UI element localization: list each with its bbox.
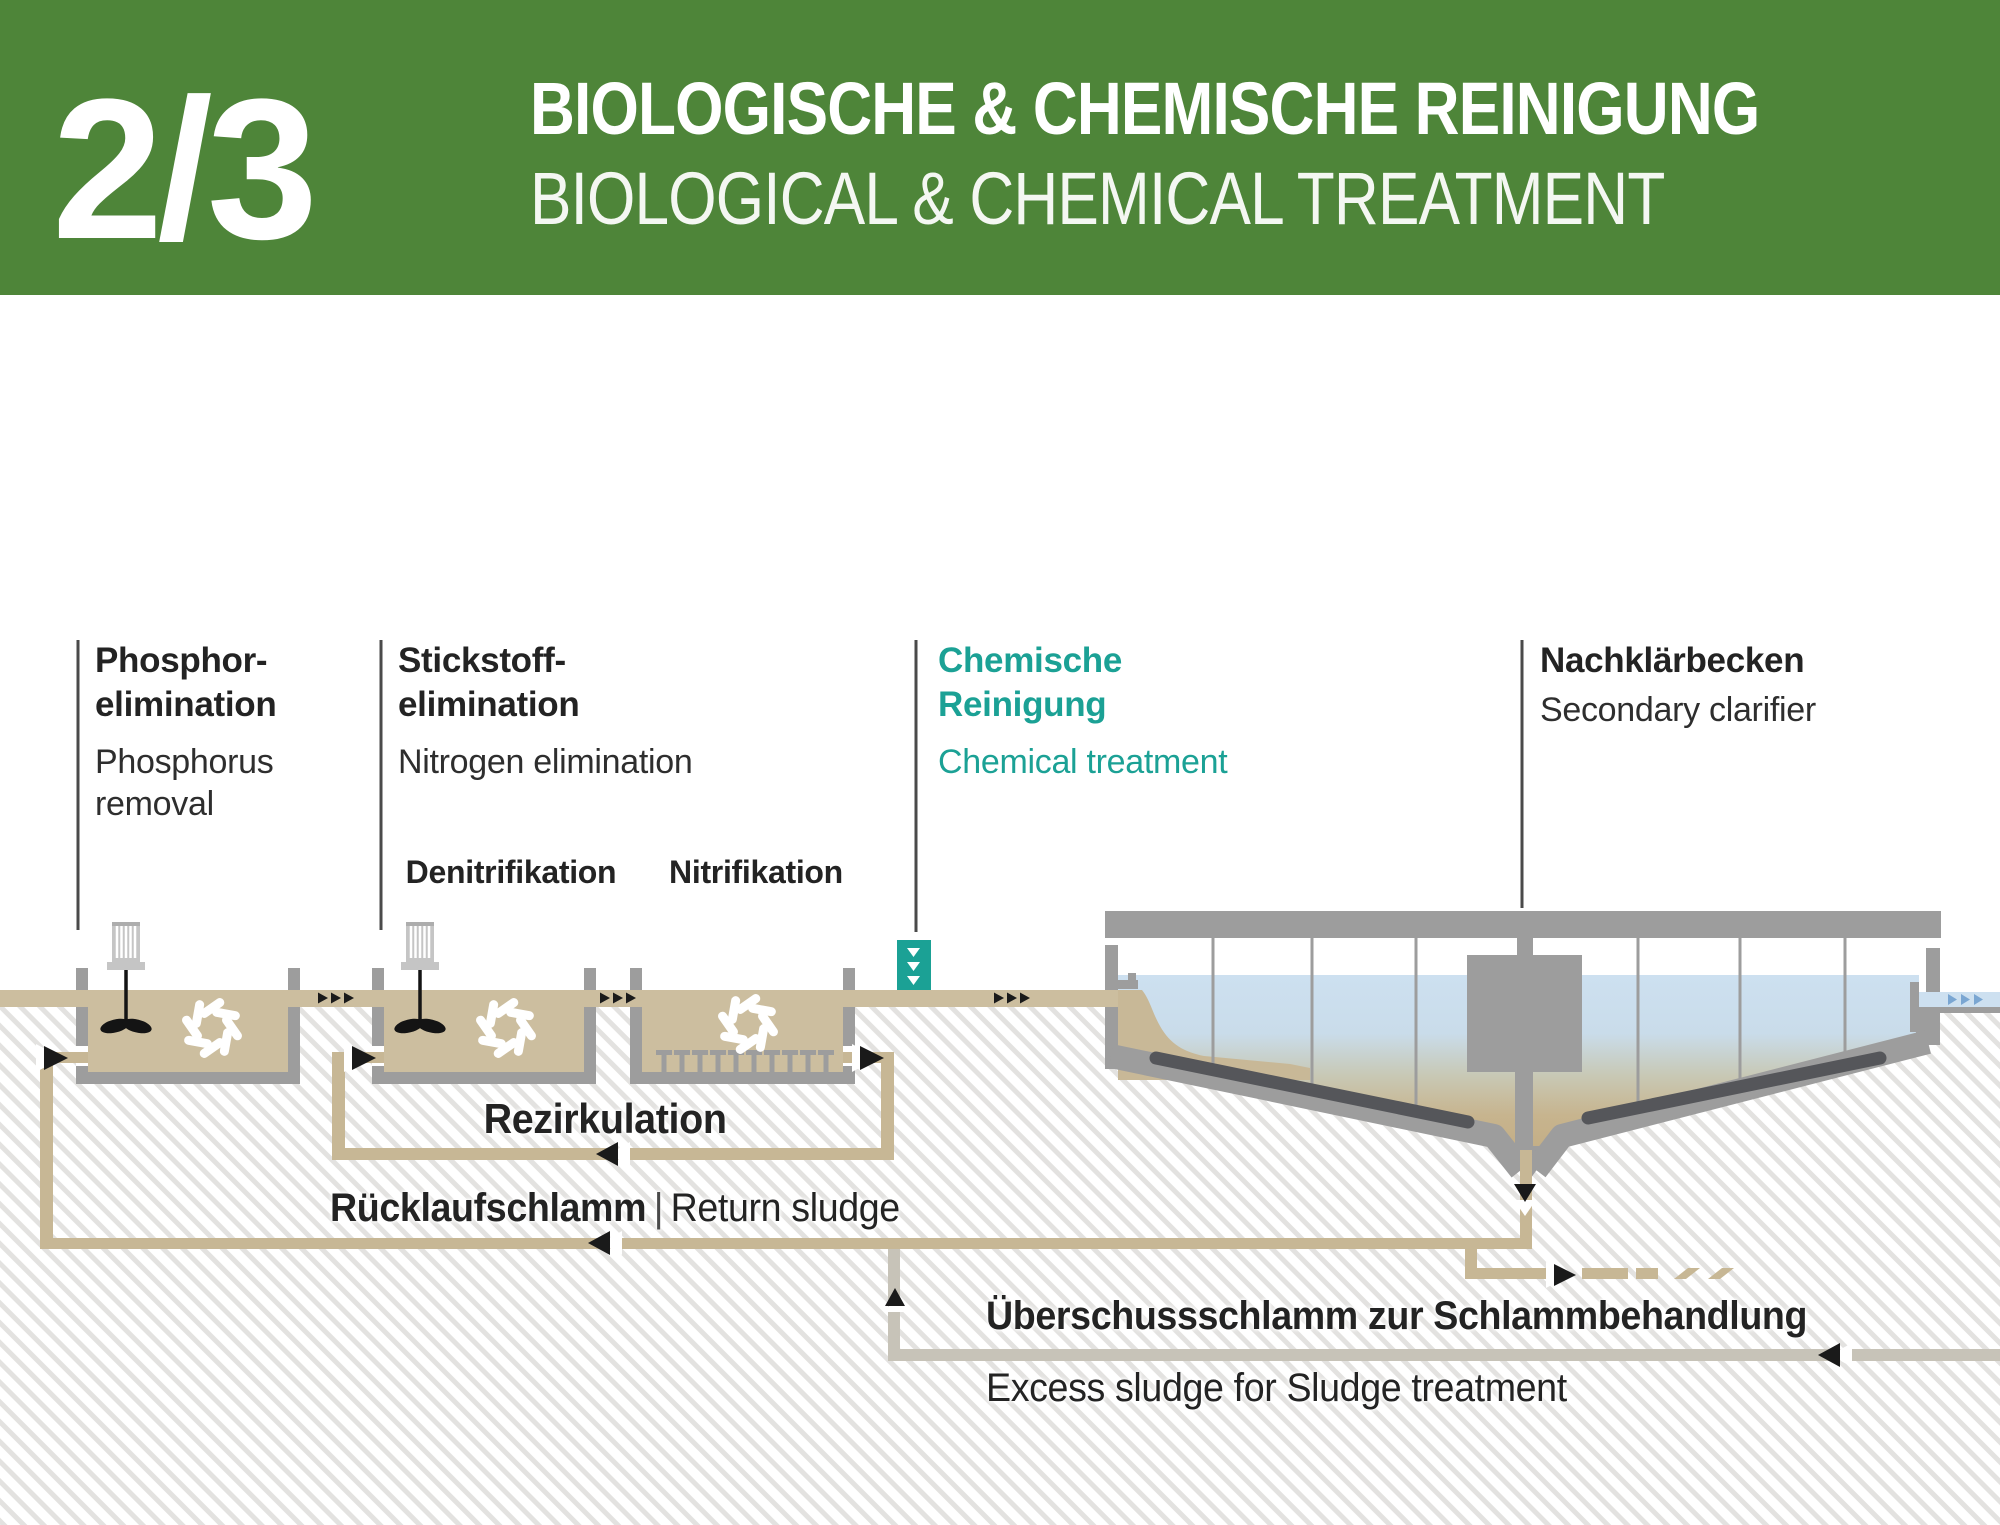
header-band: 2/3 BIOLOGISCHE & CHEMISCHE REINIGUNG BI… [0,0,2000,295]
excess-branch-arrow [1546,1262,1576,1288]
scraper-arm-right [1581,1051,1887,1125]
excess-riser-arrow [885,1288,905,1312]
section-chemical-en: Chemical treatment [938,743,1228,781]
label-recirculation: Rezirkulation [483,1095,727,1142]
label-denitrification: Denitrifikation [405,854,617,890]
section-clarifier: Nachklärbecken Secondary clarifier [1540,639,1816,731]
effluent-channel [1919,992,2000,1007]
tank1-inlet-arrow [36,1044,68,1072]
secondary-clarifier [1105,911,2000,1182]
label-pointer-lines [76,640,1524,932]
section-clarifier-de: Nachklärbecken [1540,641,1805,680]
return-sludge-arrow [588,1231,622,1255]
aeration-tank-interiors [88,990,843,1072]
section-phosphorus: Phosphor- elimination Phosphorus removal [95,639,277,825]
page-indicator: 2/3 [52,58,318,281]
label-separator: | [653,1186,664,1230]
label-excess-sludge-de: Überschussschlamm zur Schlammbehandlung [986,1294,1808,1338]
tank3-outlet-arrow [852,1044,884,1072]
tank-walls [76,968,855,1084]
excess-sludge-branch-pipe [1465,1249,1734,1279]
section-phosphorus-en-line2: removal [95,785,214,823]
effluent-flow-arrows [1948,994,1983,1005]
section-nitrogen-en: Nitrogen elimination [398,743,693,781]
scraper-arm-left [1149,1051,1475,1129]
section-chemical-de-line1: Chemische [938,641,1123,680]
section-nitrogen-de-line1: Stickstoff- [398,641,566,680]
section-nitrogen: Stickstoff- elimination Nitrogen elimina… [398,639,693,783]
section-clarifier-en: Secondary clarifier [1540,691,1816,729]
section-chemical-de-line2: Reinigung [938,685,1107,724]
section-phosphorus-de-line2: elimination [95,685,277,724]
label-return-sludge: Rücklaufschlamm|Return sludge [330,1186,900,1231]
section-nitrogen-de-line2: elimination [398,685,580,724]
section-phosphorus-de-line1: Phosphor- [95,641,268,680]
tank2-inlet-arrow [344,1044,376,1072]
label-nitrification: Nitrifikation [669,854,843,890]
excess-pipe-arrow [1818,1343,1852,1367]
page-title-de: BIOLOGISCHE & CHEMISCHE REINIGUNG [530,67,1760,150]
scraper-hanger-lines [1211,938,1847,1115]
clarifier-floor-left [1108,1044,1531,1178]
label-excess-sludge-en: Excess sludge for Sludge treatment [986,1366,1567,1410]
label-return-sludge-de: Rücklaufschlamm [330,1186,647,1230]
page-title-en: BIOLOGICAL & CHEMICAL TREATMENT [530,157,1665,240]
recirculation-arrow [596,1142,630,1166]
chemical-dosing-unit-icon [897,940,931,990]
clarifier-bridge [1105,911,1941,938]
clarifier-drain-arrow [1514,1184,1536,1216]
label-return-sludge-en: Return sludge [670,1186,901,1230]
clarifier-center-drive [1467,938,1582,1154]
section-chemical: Chemische Reinigung Chemical treatment [938,639,1228,783]
section-phosphorus-en-line1: Phosphorus [95,743,274,781]
